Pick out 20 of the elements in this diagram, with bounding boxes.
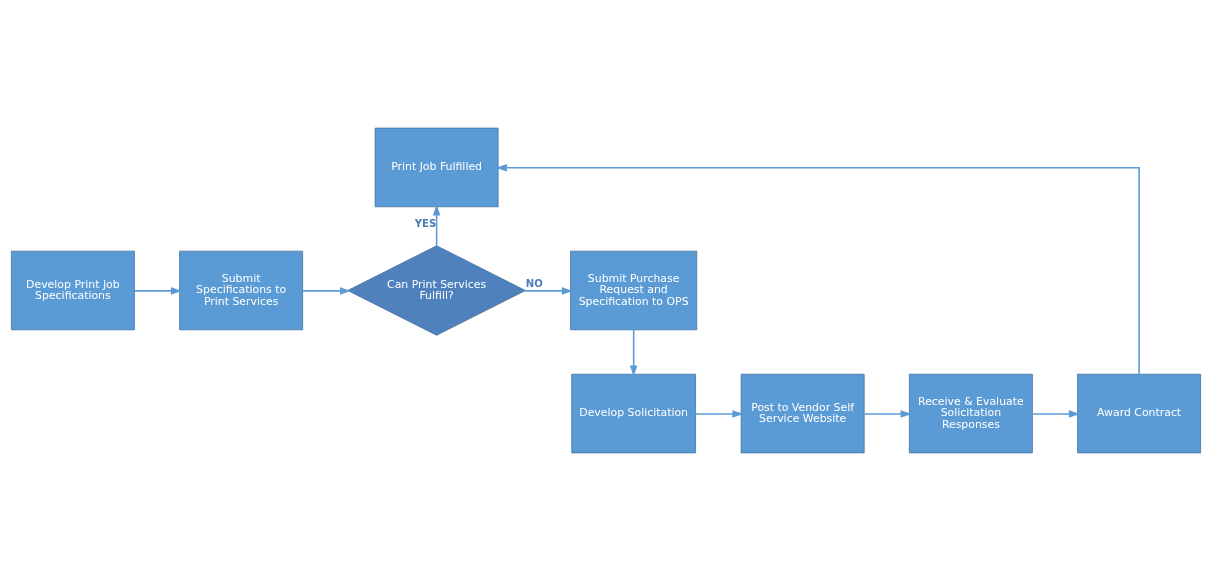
arrow bbox=[432, 204, 441, 246]
arrow bbox=[694, 409, 744, 418]
arrow bbox=[523, 286, 573, 295]
node-box: Develop Print Job Specifications bbox=[10, 250, 135, 330]
arrow bbox=[629, 328, 638, 376]
node-diamond: Can Print Services Fulfill? bbox=[347, 244, 526, 336]
node-box: Post to Vendor Self Service Website bbox=[740, 373, 865, 453]
node-box: Submit Purchase Request and Specification to OPS bbox=[570, 250, 698, 330]
arrow bbox=[133, 286, 182, 295]
node-box: Print Job Fulfilled bbox=[374, 127, 499, 207]
node-box: Receive & Evaluate Solicitation Responses bbox=[908, 373, 1033, 453]
arrow bbox=[1031, 409, 1080, 418]
arrow bbox=[496, 163, 1140, 375]
arrow bbox=[301, 286, 351, 295]
edge-label: YES bbox=[414, 217, 437, 229]
node-box: Award Contract bbox=[1077, 373, 1202, 453]
edge-label: NO bbox=[525, 277, 543, 289]
arrow bbox=[863, 409, 912, 418]
node-box: Develop Solicitation bbox=[571, 373, 696, 453]
node-box: Submit Specifications to Print Services bbox=[179, 250, 304, 330]
